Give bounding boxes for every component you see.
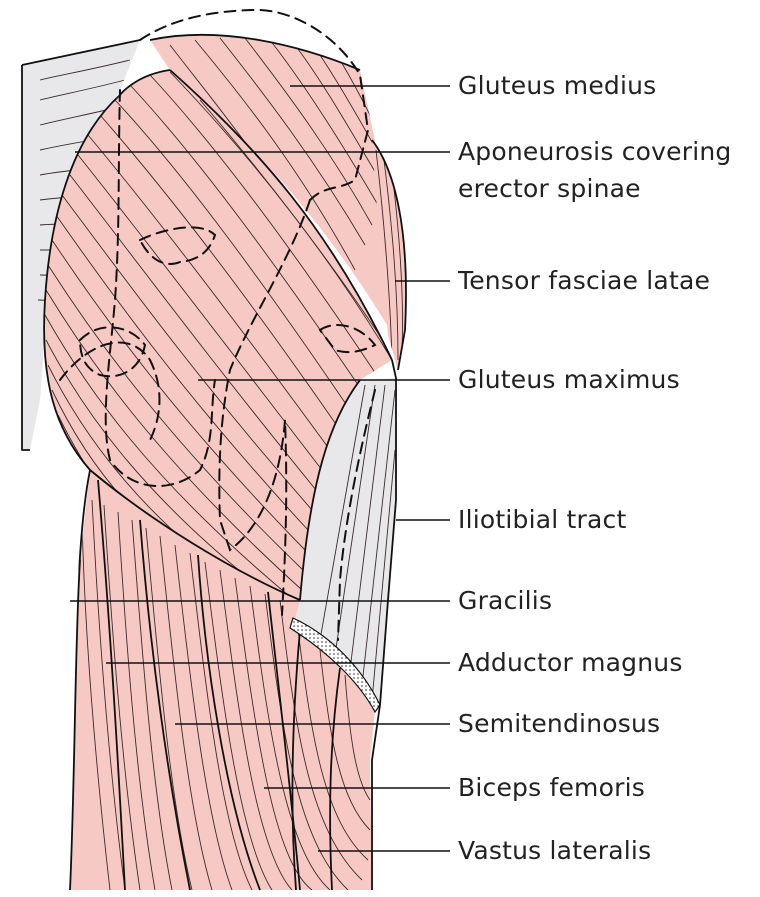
dashed-ischium [59, 341, 161, 441]
tensor-fibers [375, 149, 403, 361]
label-adductor-magnus: Adductor magnus [458, 648, 683, 677]
gluteus-medius-muscle [150, 34, 390, 331]
dotted-band [289, 617, 381, 714]
dashed-iliac-crest [139, 8, 370, 201]
label-aponeurosis: Aponeurosis covering [458, 137, 732, 166]
label-semitendinosus: Semitendinosus [458, 709, 661, 738]
label-vastus-lateralis: Vastus lateralis [458, 836, 652, 865]
thigh-muscles [70, 470, 375, 890]
thigh-fibers [81, 499, 371, 890]
dashed-pelvis-inner [138, 226, 217, 265]
label-gluteus-medius: Gluteus medius [458, 71, 657, 100]
dashed-obturator [78, 326, 147, 378]
dashed-femur-head [318, 324, 377, 354]
dashed-femur [218, 199, 311, 616]
iliotibial-tract-band [295, 378, 396, 710]
dashed-sacrum [104, 89, 216, 487]
label-tensor-fasciae-latae: Tensor fasciae latae [458, 266, 711, 295]
label-biceps-femoris: Biceps femoris [458, 773, 645, 802]
label-gluteus-maximus: Gluteus maximus [458, 365, 680, 394]
label-gracilis: Gracilis [458, 586, 553, 615]
label-iliotibial-tract: Iliotibial tract [458, 505, 627, 534]
label-aponeurosis-line2: erector spinae [458, 174, 641, 203]
left-fascia [22, 40, 140, 450]
dashed-femur-shaft [337, 389, 376, 641]
